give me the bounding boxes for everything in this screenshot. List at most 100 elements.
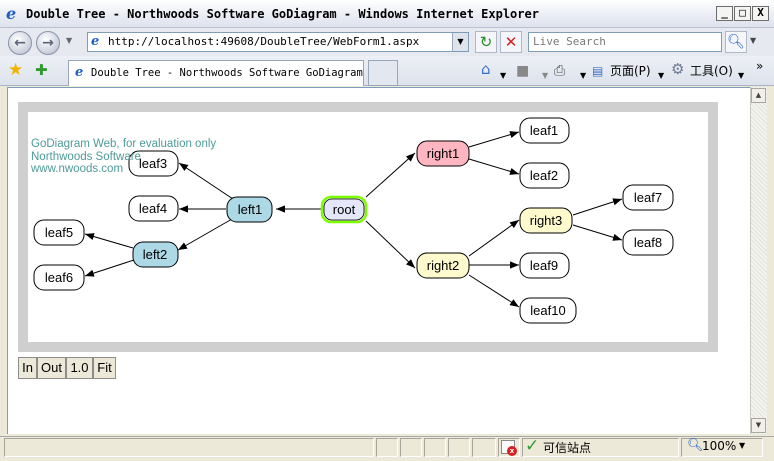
page-menu-icon[interactable]: ▤: [592, 64, 604, 78]
print-icon[interactable]: ⎙: [554, 63, 566, 79]
link-left2-leaf5: [84, 233, 134, 249]
node-right2-label: right2: [427, 258, 460, 273]
node-root[interactable]: root: [320, 195, 368, 224]
node-leaf9[interactable]: leaf9: [519, 252, 570, 279]
node-leaf7-label: leaf7: [634, 190, 662, 205]
node-left2[interactable]: left2: [132, 241, 179, 268]
tools-menu[interactable]: 工具(O): [690, 64, 733, 78]
node-leaf1-shape: [519, 117, 570, 144]
node-right3-label: right3: [530, 213, 563, 228]
node-leaf10-shape: [519, 297, 577, 324]
godiagram-view[interactable]: root left1 left2 right1 right2 right3 le…: [28, 112, 708, 342]
node-right2-shape: [416, 252, 470, 279]
popup-blocker-cell[interactable]: [498, 438, 520, 457]
feeds-icon[interactable]: ■: [516, 63, 530, 79]
page-menu-dropdown-icon[interactable]: ▼: [658, 71, 665, 80]
node-leaf2[interactable]: leaf2: [519, 162, 570, 189]
back-button[interactable]: ←: [8, 31, 32, 55]
node-left2-shape: [132, 241, 179, 268]
node-right3[interactable]: right3: [519, 207, 573, 234]
checkmark-icon: ✓: [525, 436, 540, 456]
diagram-canvas[interactable]: root left1 left2 right1 right2 right3 le…: [28, 112, 708, 342]
node-leaf3-label: leaf3: [139, 156, 167, 171]
search-options-dropdown-icon[interactable]: ▼: [750, 36, 757, 45]
home-dropdown-icon[interactable]: ▼: [500, 71, 507, 80]
node-right1[interactable]: right1: [416, 140, 470, 167]
zoom-in-button[interactable]: In: [18, 357, 37, 379]
favorites-star-icon[interactable]: ★: [8, 60, 24, 80]
node-root-outline: [323, 198, 365, 221]
node-leaf3-shape: [128, 150, 179, 177]
add-favorite-icon[interactable]: ✚: [35, 61, 48, 79]
link-right1-leaf2: [468, 158, 520, 175]
zoom-dropdown-icon[interactable]: ▼: [739, 441, 746, 450]
node-leaf4[interactable]: leaf4: [128, 195, 179, 222]
gear-icon[interactable]: ⚙: [671, 60, 685, 78]
node-leaf8[interactable]: leaf8: [622, 229, 674, 256]
node-leaf1-label: leaf1: [530, 123, 558, 138]
link-right3-leaf7: [572, 198, 623, 216]
node-leaf7[interactable]: leaf7: [622, 184, 674, 211]
refresh-button[interactable]: ↻: [475, 31, 497, 53]
node-right2[interactable]: right2: [416, 252, 470, 279]
minimize-button[interactable]: _: [716, 6, 733, 21]
feeds-dropdown-icon[interactable]: ▼: [542, 71, 549, 80]
link-right2-leaf10: [468, 274, 520, 308]
maximize-button[interactable]: □: [734, 6, 751, 21]
node-leaf8-label: leaf8: [634, 235, 662, 250]
magnifier-icon[interactable]: 🔍︎: [687, 438, 704, 453]
node-leaf10[interactable]: leaf10: [519, 297, 577, 324]
node-leaf9-shape: [519, 252, 570, 279]
close-button[interactable]: X: [752, 6, 769, 21]
zoom-out-button[interactable]: Out: [37, 357, 66, 379]
link-root-right1: [365, 152, 416, 198]
address-url[interactable]: http://localhost:49608/DoubleTree/WebFor…: [108, 35, 420, 48]
zoom-cell[interactable]: [681, 438, 763, 457]
node-left1-shape: [226, 196, 273, 223]
zoom-fit-button[interactable]: Fit: [93, 357, 116, 379]
node-leaf2-shape: [519, 162, 570, 189]
page-menu[interactable]: 页面(P): [610, 64, 651, 78]
tab-double-tree[interactable]: [68, 60, 364, 86]
address-field[interactable]: [87, 32, 469, 52]
home-icon[interactable]: ⌂: [481, 60, 491, 78]
node-leaf5[interactable]: leaf5: [33, 219, 85, 246]
watermark-line3: www.nwoods.com: [31, 163, 124, 175]
security-zone-label[interactable]: 可信站点: [543, 441, 592, 455]
new-tab-button[interactable]: [368, 60, 398, 86]
tools-menu-dropdown-icon[interactable]: ▼: [738, 71, 745, 80]
scroll-down-button[interactable]: ▼: [751, 418, 766, 433]
tab-page-icon: e: [75, 65, 84, 80]
evaluation-watermark: GoDiagram Web, for evaluation only North…: [31, 138, 216, 176]
node-leaf1[interactable]: leaf1: [519, 117, 570, 144]
forward-button[interactable]: →: [36, 31, 60, 55]
recent-pages-dropdown-icon[interactable]: ▼: [66, 36, 73, 45]
search-input[interactable]: [528, 32, 722, 52]
node-leaf6-shape: [33, 264, 85, 291]
link-left1-left2: [177, 218, 233, 251]
stop-button[interactable]: ✕: [500, 31, 522, 53]
address-dropdown-icon[interactable]: ▼: [452, 33, 468, 51]
link-right3-leaf8: [572, 224, 623, 241]
print-dropdown-icon[interactable]: ▼: [580, 71, 587, 80]
zoom-level[interactable]: 100%: [702, 439, 737, 453]
node-leaf6-label: leaf6: [45, 270, 73, 285]
search-placeholder[interactable]: Live Search: [533, 35, 606, 48]
tab-label[interactable]: Double Tree - Northwoods Software GoDiag…: [91, 67, 363, 79]
link-left2-leaf6: [84, 259, 135, 277]
node-leaf6[interactable]: leaf6: [33, 264, 85, 291]
security-zone-cell[interactable]: [522, 438, 679, 457]
node-left1[interactable]: left1: [226, 196, 273, 223]
node-root-shape: [320, 195, 368, 224]
link-left1-leaf3: [178, 162, 234, 200]
vertical-scrollbar[interactable]: [750, 87, 767, 434]
node-leaf3[interactable]: leaf3: [128, 150, 179, 177]
node-right3-shape: [519, 207, 573, 234]
blocked-x-icon: x: [507, 446, 517, 456]
chevron-more-icon[interactable]: »: [756, 59, 764, 73]
scroll-up-button[interactable]: ▲: [751, 88, 766, 103]
status-cell: [376, 438, 398, 457]
zoom-reset-button[interactable]: 1.0: [66, 357, 93, 379]
search-icon[interactable]: 🔍︎: [725, 31, 747, 53]
